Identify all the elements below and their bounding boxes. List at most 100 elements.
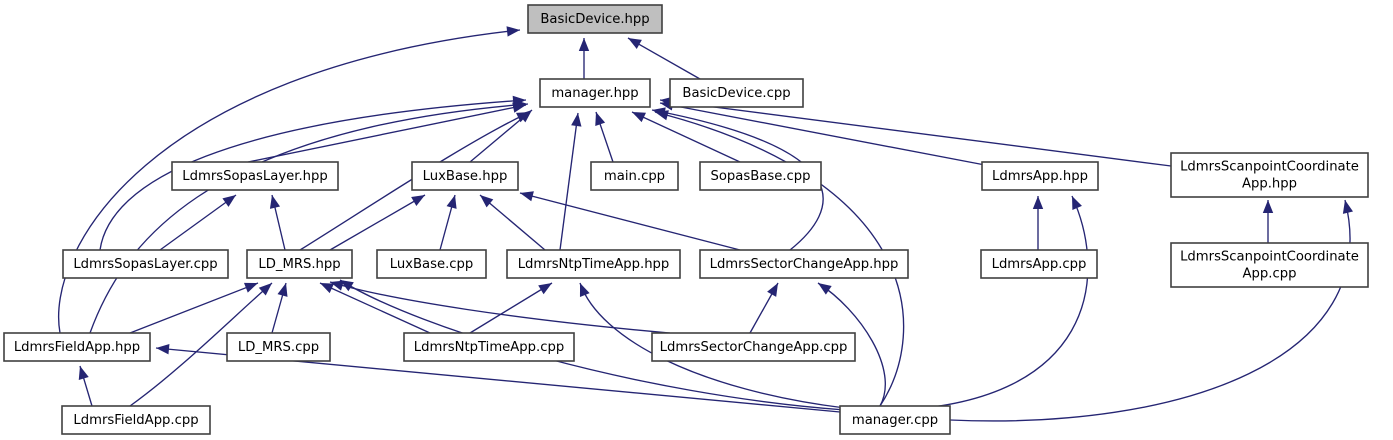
node-label: LD_MRS.hpp [258,257,340,272]
edge-arrowhead [156,344,170,355]
edge-arrowhead [320,283,334,294]
graph-node-main-cpp[interactable]: main.cpp [590,161,679,191]
graph-node-ldmrsfieldapp-hpp[interactable]: LdmrsFieldApp.hpp [3,332,151,362]
dependency-edge [271,282,288,334]
graph-node-ldmrsntptimeapp-hpp[interactable]: LdmrsNtpTimeApp.hpp [506,249,681,279]
node-box[interactable] [403,332,575,362]
graph-node-ldmrsntptimeapp-cpp[interactable]: LdmrsNtpTimeApp.cpp [403,332,575,362]
edge-arrowhead [579,283,590,298]
edge-arrowhead [1342,200,1354,214]
graph-node-luxbase-cpp[interactable]: LuxBase.cpp [376,249,487,279]
dependency-edge [659,100,986,166]
node-label: LuxBase.hpp [423,169,508,184]
edge-arrowhead [446,195,457,209]
graph-node-basicdevice-cpp[interactable]: BasicDevice.cpp [669,78,804,108]
graph-node-basicdevice-hpp[interactable]: BasicDevice.hpp [527,4,663,34]
edge-arrowhead [243,282,258,293]
dependency-edge [269,194,286,251]
edge-arrowhead [340,280,354,292]
node-label: BasicDevice.hpp [540,12,649,27]
node-label: manager.hpp [551,86,638,101]
node-box[interactable] [3,332,151,362]
graph-node-ldmrssectorchangeapp-hpp[interactable]: LdmrsSectorChangeApp.hpp [699,249,909,279]
node-label: LdmrsSectorChangeApp.cpp [660,340,848,355]
node-box[interactable] [590,161,679,191]
dependency-edge [631,111,741,163]
node-box[interactable] [839,405,951,435]
node-box[interactable] [699,161,822,191]
graph-node-ldmrssopaslayer-hpp[interactable]: LdmrsSopasLayer.hpp [171,161,339,191]
dependency-edge [578,38,590,79]
node-box[interactable] [376,249,487,279]
node-label: LdmrsApp.cpp [992,257,1087,272]
node-label: LdmrsFieldApp.hpp [14,340,140,355]
dependency-edge [469,282,553,334]
node-box[interactable] [980,249,1098,279]
dependency-edge [817,282,886,407]
edge-arrowhead [258,283,272,296]
dependency-edge [1032,196,1044,250]
node-label: LdmrsScanpointCoordinate [1180,160,1359,175]
dependency-edge [439,194,457,251]
node-label: manager.cpp [852,413,938,428]
node-box[interactable] [171,161,339,191]
edge-arrowhead [1072,196,1082,210]
graph-node-ldmrssectorchangeapp-cpp[interactable]: LdmrsSectorChangeApp.cpp [651,332,856,362]
node-box[interactable] [1170,152,1369,198]
dependency-edge [58,26,521,334]
edge-arrowhead [571,113,582,127]
edge-arrowhead [632,112,646,123]
edge-arrowhead [506,26,520,37]
node-box[interactable] [62,249,229,279]
dependency-edge [319,282,431,334]
graph-node-ldmrsapp-hpp[interactable]: LdmrsApp.hpp [981,161,1099,191]
graph-node-manager-cpp[interactable]: manager.cpp [839,405,951,435]
dependency-edge [78,365,93,407]
dependency-edge [129,282,259,334]
graph-node-ldmrsapp-cpp[interactable]: LdmrsApp.cpp [980,249,1098,279]
dependency-edge [749,282,779,334]
node-box[interactable] [527,4,663,34]
edge-arrowhead [277,283,288,297]
edge-arrowhead [1262,200,1274,213]
dependency-edge [129,282,273,407]
dependency-edge [479,194,546,251]
node-label: LuxBase.cpp [390,257,474,272]
node-box[interactable] [1170,242,1369,288]
node-label: main.cpp [604,169,665,184]
node-box[interactable] [411,161,519,191]
node-label: LdmrsSopasLayer.cpp [73,257,217,272]
node-box[interactable] [61,405,211,435]
node-box[interactable] [669,78,804,108]
node-box[interactable] [539,78,651,108]
edge-arrowhead [1032,196,1044,209]
graph-node-sopasbase-cpp[interactable]: SopasBase.cpp [699,161,822,191]
node-label: LdmrsScanpointCoordinate [1180,250,1359,265]
edge-arrowhead [578,38,590,51]
dependency-edge [89,99,529,334]
node-box[interactable] [981,161,1099,191]
node-box[interactable] [246,249,353,279]
graph-node-ld-mrs-hpp[interactable]: LD_MRS.hpp [246,249,353,279]
edge-arrowhead [538,283,552,295]
node-box[interactable] [651,332,856,362]
graph-node-ldmrsfieldapp-cpp[interactable]: LdmrsFieldApp.cpp [61,405,211,435]
edge-arrowhead [818,283,832,295]
node-box[interactable] [699,249,909,279]
node-label: LdmrsNtpTimeApp.hpp [518,257,670,272]
edge-arrowhead [595,112,606,126]
edge-arrowhead [516,112,530,123]
graph-node-luxbase-hpp[interactable]: LuxBase.hpp [411,161,519,191]
graph-node-ldmrssopaslayer-cpp[interactable]: LdmrsSopasLayer.cpp [62,249,229,279]
edge-arrowhead [269,195,281,209]
graph-node-manager-hpp[interactable]: manager.hpp [539,78,651,108]
node-label: LdmrsApp.hpp [992,169,1088,184]
node-box[interactable] [226,332,331,362]
node-box[interactable] [506,249,681,279]
dependency-edge [1262,200,1274,243]
graph-node-ld-mrs-cpp[interactable]: LD_MRS.cpp [226,332,331,362]
